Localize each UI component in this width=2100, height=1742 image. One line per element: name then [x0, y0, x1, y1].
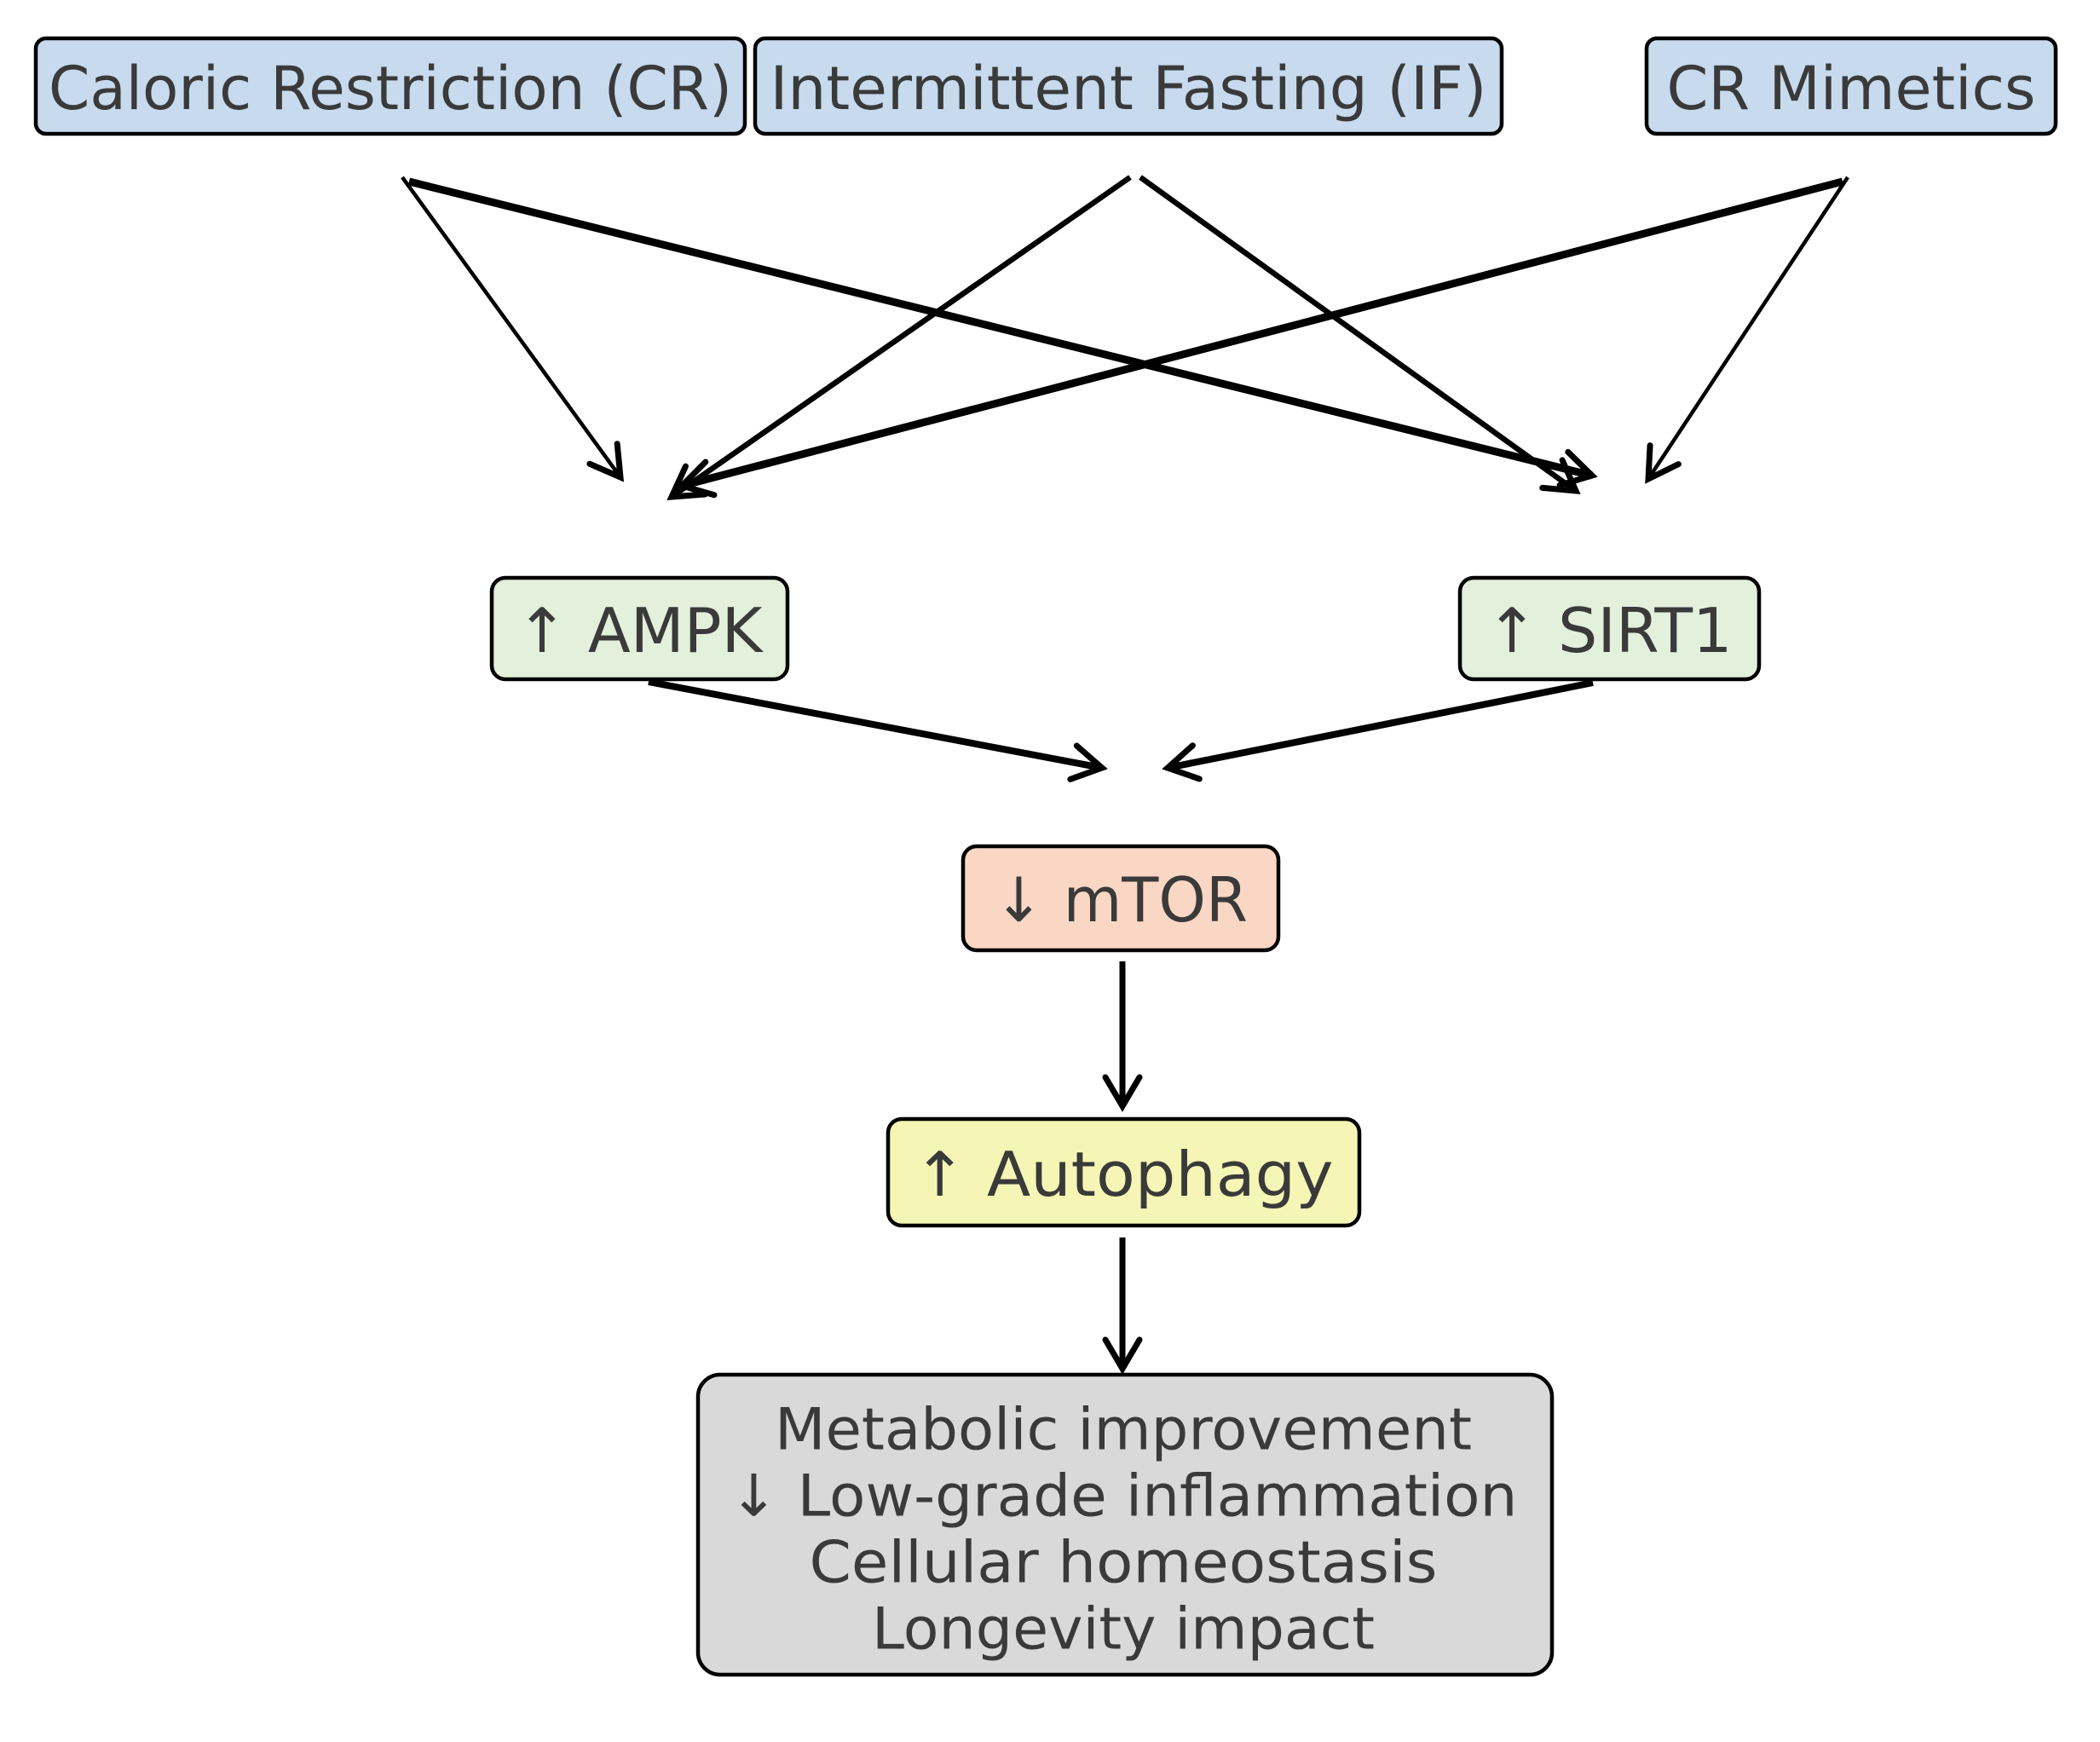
node-autophagy-box [886, 1116, 1362, 1228]
node-mtor-box [961, 844, 1281, 953]
node-cr-mimetics-box [1644, 36, 2058, 136]
edge-if-to-ampk [666, 175, 1132, 500]
node-intermittent-fasting: Intermittent Fasting (IF) [753, 36, 1504, 136]
node-sirt1-box [1457, 575, 1762, 682]
node-ampk-box [489, 575, 790, 682]
node-intermittent-fasting-label: Intermittent Fasting (IF) [770, 54, 1487, 124]
outcomes-line-inflammation: ↓ Low-grade inflammation [730, 1463, 1518, 1531]
node-caloric-restriction-box [33, 36, 747, 136]
edge-ampk-to-mtor [648, 678, 1108, 782]
node-mtor-label: ↓ mTOR [994, 864, 1248, 936]
edge-if-to-sirt1 [1139, 175, 1581, 495]
node-ampk-label: ↑ AMPK [516, 595, 764, 666]
node-caloric-restriction: Caloric Restriction (CR) [33, 36, 747, 136]
node-cr-mimetics: CR Mimetics [1644, 36, 2058, 136]
node-ampk: ↑ AMPK [489, 575, 790, 682]
node-sirt1: ↑ SIRT1 [1457, 575, 1762, 682]
edges-layer [401, 175, 1849, 1375]
outcomes-line-metabolic: Metabolic improvement [775, 1397, 1472, 1464]
outcomes-line-homeostasis: Cellular homeostasis [810, 1530, 1438, 1597]
node-outcomes-box [695, 1372, 1555, 1677]
node-autophagy: ↑ Autophagy [886, 1116, 1362, 1228]
edge-crm-to-sirt1 [1645, 176, 1849, 484]
node-caloric-restriction-label: Caloric Restriction (CR) [49, 54, 732, 124]
node-sirt1-label: ↑ SIRT1 [1486, 595, 1733, 666]
node-outcomes: Metabolic improvement ↓ Low-grade inflam… [695, 1372, 1555, 1677]
outcomes-line-longevity: Longevity impact [872, 1596, 1375, 1664]
edge-sirt1-to-mtor [1162, 679, 1594, 782]
edge-crm-to-ampk [676, 177, 1844, 499]
edge-cr-to-ampk [401, 176, 625, 482]
node-cr-mimetics-label: CR Mimetics [1667, 54, 2036, 124]
node-mtor: ↓ mTOR [961, 844, 1281, 953]
node-intermittent-fasting-box [753, 36, 1504, 136]
edge-cr-to-sirt1 [407, 177, 1598, 488]
node-autophagy-label: ↑ Autophagy [914, 1139, 1334, 1210]
